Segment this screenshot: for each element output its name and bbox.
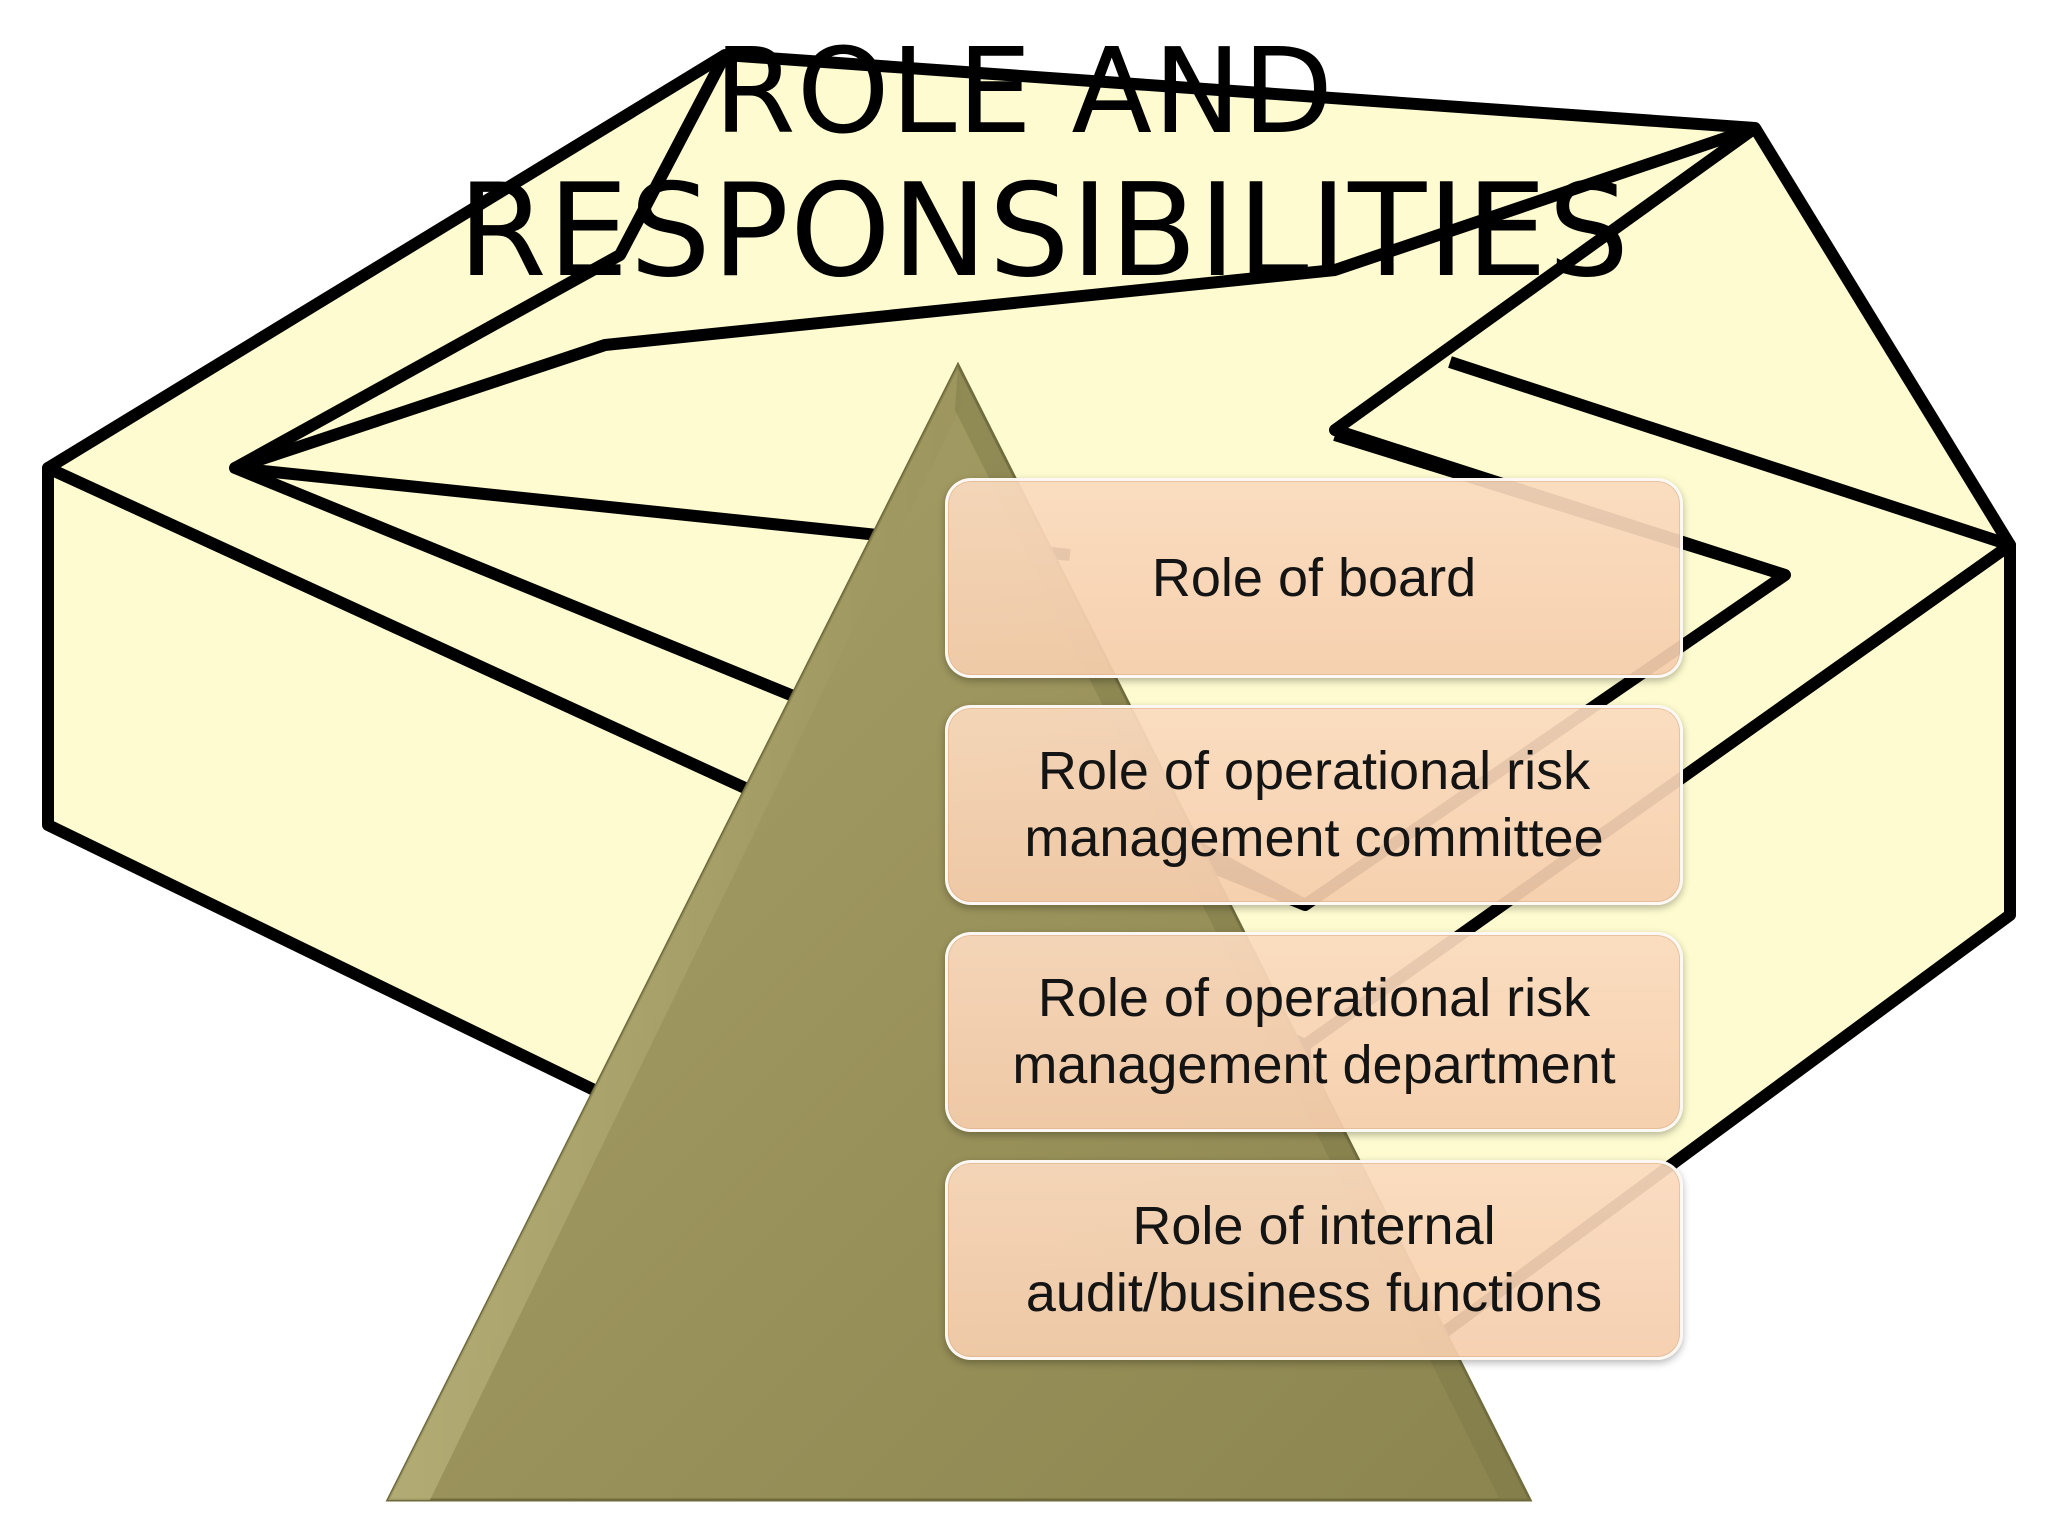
pyramid-item-text: management committee	[1024, 808, 1604, 868]
pyramid-item-text: Role of operational risk	[1037, 741, 1591, 802]
pyramid-item-text: management department	[1012, 1035, 1616, 1095]
pyramid-item-risk-department: Role of operational risk management depa…	[945, 932, 1683, 1132]
slide-title-line-1: ROLE AND	[713, 22, 1335, 160]
pyramid-item-text: audit/business functions	[1025, 1263, 1603, 1323]
slide-title-line-2: RESPONSIBILITIES	[457, 157, 1631, 306]
pyramid-item-internal-audit: Role of internal audit/business function…	[945, 1160, 1683, 1360]
pyramid-item-board: Role of board	[945, 478, 1683, 678]
pyramid-item-text: Role of operational risk	[1037, 968, 1591, 1029]
pyramid-item-risk-committee: Role of operational risk management comm…	[945, 705, 1683, 905]
pyramid-item-text: Role of internal	[1132, 1196, 1496, 1257]
pyramid-item-text: Role of board	[1151, 547, 1477, 608]
